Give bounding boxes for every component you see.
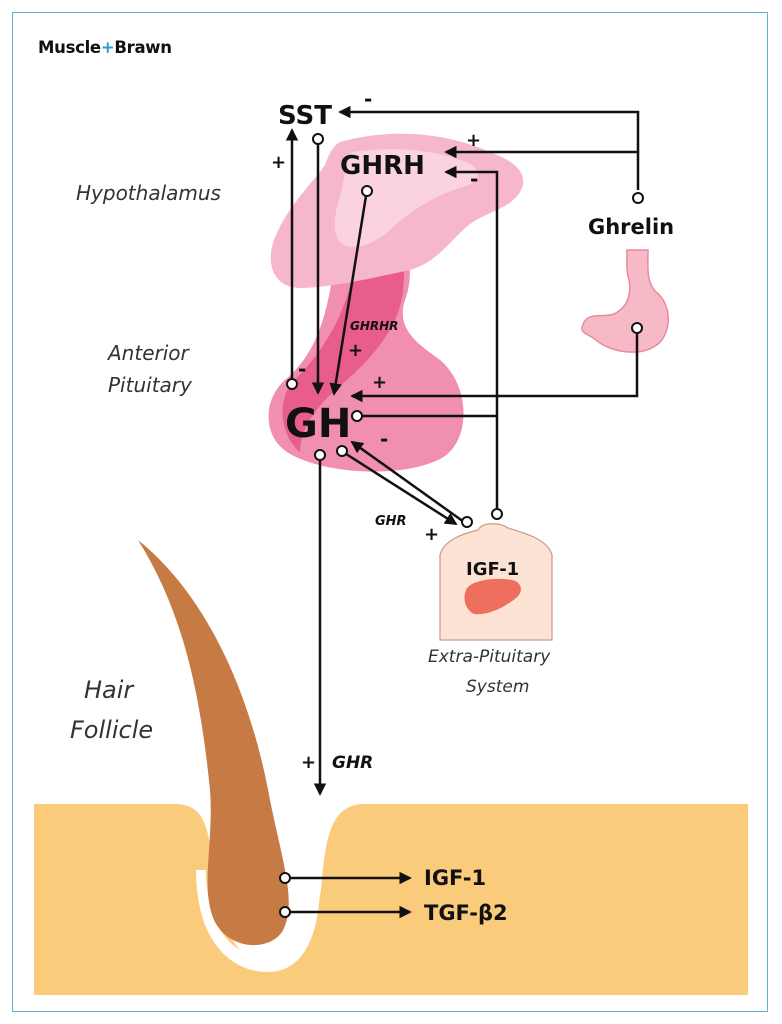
- origin-gh-igf: [351, 410, 363, 422]
- origin-follicle-tgfb2: [279, 906, 291, 918]
- label-ghrelin: Ghrelin: [588, 215, 674, 239]
- skin-tissue: [34, 804, 748, 995]
- arrow-gh-igf1-body: [342, 450, 458, 526]
- brand-plus: +: [100, 38, 115, 57]
- arrow-stomach-gh: [350, 333, 639, 403]
- origin-gh-body: [336, 445, 348, 457]
- label-follicle: Follicle: [70, 716, 153, 744]
- brand-logo: Muscle+Brawn: [38, 38, 172, 57]
- origin-sst: [312, 133, 324, 145]
- origin-follicle-igf1: [279, 872, 291, 884]
- arrow-igf1-gh-feedback: [350, 440, 465, 524]
- label-igf1-follicle: IGF-1: [424, 866, 486, 890]
- origin-igf1-top: [491, 508, 503, 520]
- stomach-icon: [581, 249, 669, 353]
- label-ghr-body: GHR: [375, 514, 407, 529]
- sign-ghrelin-gh: +: [372, 372, 387, 393]
- origin-ghrelin: [632, 192, 644, 204]
- sign-ghrelin-sst: -: [364, 87, 372, 111]
- sign-igf1-gh: -: [380, 427, 388, 451]
- brand-part1: Muscle: [38, 38, 101, 57]
- hair-shaft: [138, 540, 289, 946]
- sign-gh-sst: +: [271, 152, 286, 173]
- sign-gh-follicle: +: [301, 752, 316, 773]
- origin-igf1-body: [461, 516, 473, 528]
- label-pituitary: Pituitary: [108, 373, 193, 397]
- brand-part2: Brawn: [114, 38, 172, 57]
- label-ghr-follicle: GHR: [332, 753, 373, 773]
- arrow-ghrelin-sst: [338, 105, 640, 190]
- label-hair: Hair: [84, 676, 135, 704]
- origin-stomach: [631, 322, 643, 334]
- label-anterior: Anterior: [106, 341, 191, 365]
- label-ghrh: GHRH: [340, 151, 425, 181]
- origin-gh-sst: [286, 378, 298, 390]
- sign-sst-gh: -: [298, 357, 306, 381]
- label-hypothalamus: Hypothalamus: [76, 181, 221, 205]
- label-gh: GH: [285, 401, 351, 447]
- origin-gh-down: [314, 449, 326, 461]
- arrow-ghrh-gh: [329, 195, 368, 396]
- sign-ghrelin-ghrh: +: [466, 130, 481, 151]
- sign-ghrh-gh: +: [348, 340, 363, 361]
- label-extra-pituitary: Extra-Pituitary: [428, 647, 551, 667]
- follicle-sheath: [196, 870, 321, 972]
- hypothalamus-highlight: [334, 149, 478, 247]
- label-ghrhr: GHRHR: [350, 319, 398, 333]
- label-tgf-b2: TGF-β2: [424, 901, 508, 925]
- sign-igf1-ghrh: -: [470, 167, 478, 191]
- liver-icon: [464, 578, 521, 615]
- origin-ghrh: [361, 185, 373, 197]
- sign-gh-igf1: +: [424, 524, 439, 545]
- label-sst: SST: [278, 101, 332, 131]
- label-igf1-body: IGF-1: [466, 559, 519, 580]
- label-system: System: [466, 677, 529, 697]
